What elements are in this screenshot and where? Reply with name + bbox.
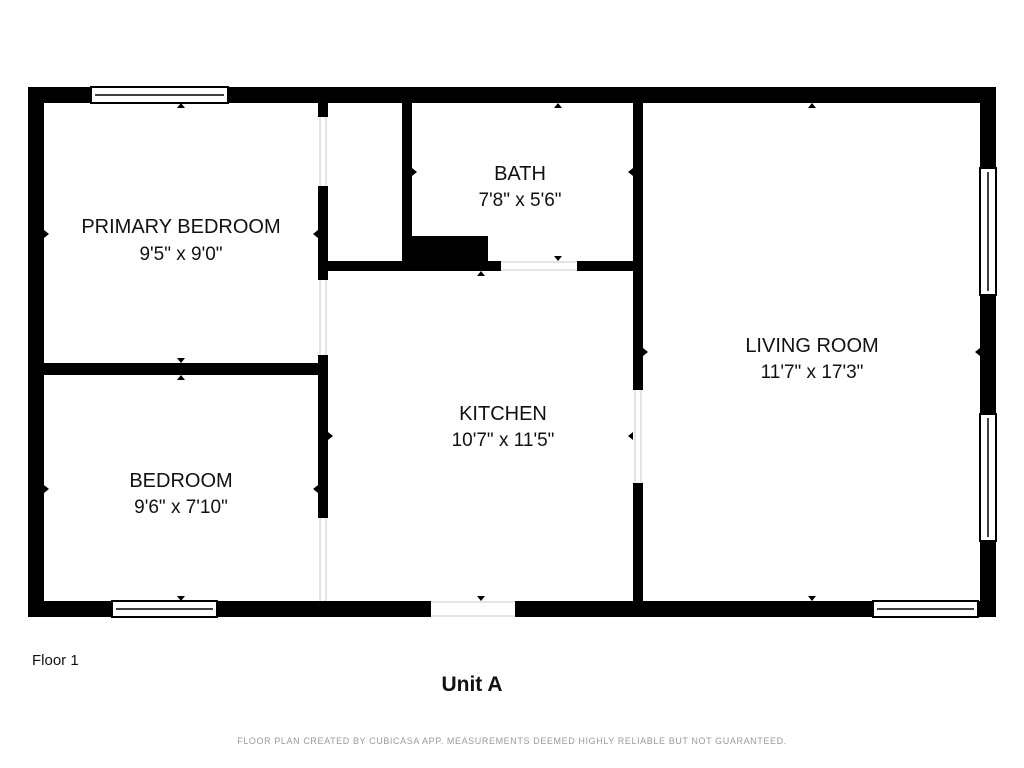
marker-living-room-top: [808, 103, 816, 108]
marker-primary-bedroom-left: [44, 230, 49, 238]
living-room-name: LIVING ROOM: [745, 335, 878, 357]
floor-plan: PRIMARY BEDROOM 9'5" x 9'0" BATH 7'8" x …: [28, 86, 997, 618]
wall-bath-bottom-right: [577, 261, 643, 271]
wall-primary-bedroom-right-mid: [318, 186, 328, 280]
marker-living-room-left: [643, 348, 648, 356]
marker-bedroom-right: [313, 485, 318, 493]
kitchen-name: KITCHEN: [459, 403, 547, 425]
kitchen-front-door-opening: [431, 600, 515, 618]
marker-primary-bedroom-top: [177, 103, 185, 108]
kitchen-dims: 10'7" x 11'5": [452, 430, 555, 451]
wall-primary-bedroom-right-upper: [318, 103, 328, 117]
room-labels: PRIMARY BEDROOM 9'5" x 9'0" BATH 7'8" x …: [81, 163, 878, 518]
primary-bedroom-name: PRIMARY BEDROOM: [81, 216, 280, 238]
wall-kitchen-right-upper: [633, 103, 643, 390]
marker-bedroom-bottom: [177, 596, 185, 601]
left-wall: [28, 87, 44, 617]
window-living-room-right-upper: [979, 167, 997, 296]
window-primary-bedroom: [90, 86, 229, 104]
marker-bath-bottom: [554, 256, 562, 261]
unit-label: Unit A: [441, 673, 503, 696]
marker-bedroom-top: [177, 375, 185, 380]
window-living-room-bottom: [872, 600, 979, 618]
wall-bedroom-divider: [44, 363, 328, 375]
marker-bath-top: [554, 103, 562, 108]
window-living-room-right-lower: [979, 413, 997, 542]
marker-living-room-right: [975, 348, 980, 356]
bath-dims: 7'8" x 5'6": [478, 190, 561, 211]
wall-bedroom-right: [318, 355, 328, 518]
marker-living-room-bottom: [808, 596, 816, 601]
primary-bedroom-dims: 9'5" x 9'0": [139, 244, 222, 265]
bedroom-name: BEDROOM: [129, 470, 232, 492]
living-room-dims: 11'7" x 17'3": [761, 362, 864, 383]
marker-kitchen-bottom: [477, 596, 485, 601]
wall-bath-left: [402, 103, 412, 261]
marker-bath-left: [412, 168, 417, 176]
wall-bath-counter: [412, 236, 488, 266]
dimension-markers: [44, 103, 980, 601]
floor-label: Floor 1: [32, 652, 79, 669]
marker-primary-bedroom-right: [313, 230, 318, 238]
bedroom-dims: 9'6" x 7'10": [134, 497, 228, 518]
interior-walls: [44, 103, 643, 601]
marker-primary-bedroom-bottom: [177, 358, 185, 363]
window-bedroom: [111, 600, 218, 618]
openings: [431, 260, 577, 618]
marker-kitchen-right: [628, 432, 633, 440]
marker-bedroom-left: [44, 485, 49, 493]
windows: [90, 86, 997, 618]
door-thresholds: [319, 117, 642, 617]
bath-door-opening: [501, 260, 577, 272]
marker-kitchen-left: [328, 432, 333, 440]
footer-disclaimer: FLOOR PLAN CREATED BY CUBICASA APP. MEAS…: [237, 736, 787, 746]
marker-bath-right: [628, 168, 633, 176]
top-wall: [28, 87, 996, 103]
wall-kitchen-right-lower: [633, 483, 643, 601]
marker-kitchen-top: [477, 271, 485, 276]
bath-name: BATH: [494, 163, 546, 185]
